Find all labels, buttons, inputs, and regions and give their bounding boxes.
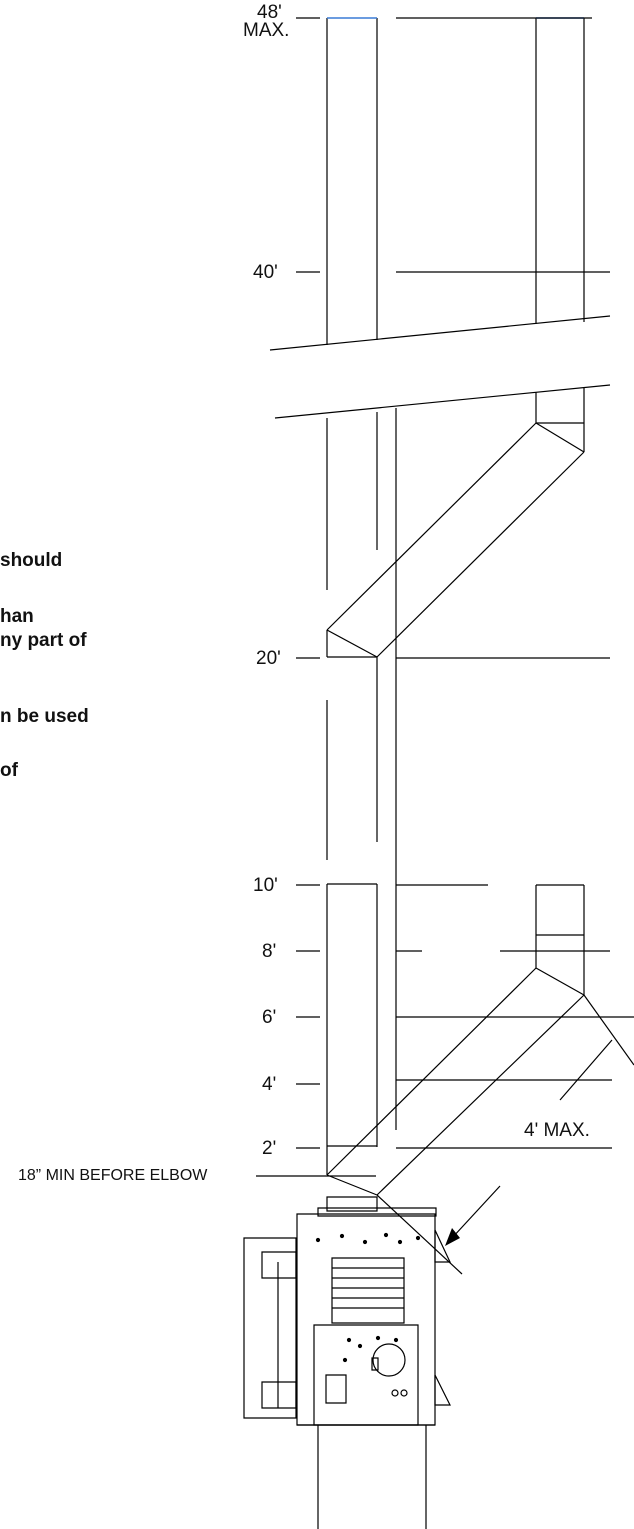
- access-door: [326, 1375, 346, 1403]
- height-label-20: 20': [256, 648, 281, 669]
- burner-grille: [332, 1258, 404, 1323]
- height-label-6: 6': [262, 1007, 277, 1028]
- break-line-lower: [275, 385, 610, 418]
- height-label-48-max: MAX.: [243, 20, 290, 41]
- height-label-10: 10': [253, 875, 278, 896]
- lower-right-pipe: [536, 885, 584, 995]
- note-fragment-3: ny part of: [0, 630, 87, 651]
- side-bracket: [244, 1238, 296, 1418]
- port-b: [401, 1390, 407, 1396]
- lower-offset-pipe: [327, 968, 584, 1195]
- height-label-48: 48': [257, 2, 282, 23]
- furnace-unit: [244, 1197, 450, 1529]
- note-fragment-1: should: [0, 550, 63, 571]
- height-label-8: 8': [262, 941, 277, 962]
- blower-housing: [373, 1344, 405, 1376]
- lower-left-pipe: [327, 884, 377, 1147]
- upper-right-pipe: [536, 18, 584, 324]
- min-before-elbow-label: 18” MIN BEFORE ELBOW: [18, 1167, 208, 1184]
- port-a: [392, 1390, 398, 1396]
- note-fragment-4: n be used: [0, 706, 89, 727]
- height-label-2: 2': [262, 1138, 277, 1159]
- offset-max-label: 4' MAX.: [524, 1120, 590, 1141]
- height-label-4: 4': [262, 1074, 277, 1095]
- dimension-line-lower: [452, 1186, 500, 1238]
- break-line-upper: [270, 316, 610, 350]
- middle-offset-pipe: [327, 423, 584, 657]
- upper-left-pipe: [327, 18, 377, 345]
- note-fragment-2: han: [0, 606, 34, 627]
- dimension-line-upper: [560, 1040, 612, 1100]
- dimension-extension-upper: [584, 995, 634, 1065]
- middle-upper-pipe: [536, 388, 584, 452]
- note-fragment-5: of: [0, 760, 18, 781]
- height-label-40: 40': [253, 262, 278, 283]
- dimension-arrow: [445, 1228, 460, 1246]
